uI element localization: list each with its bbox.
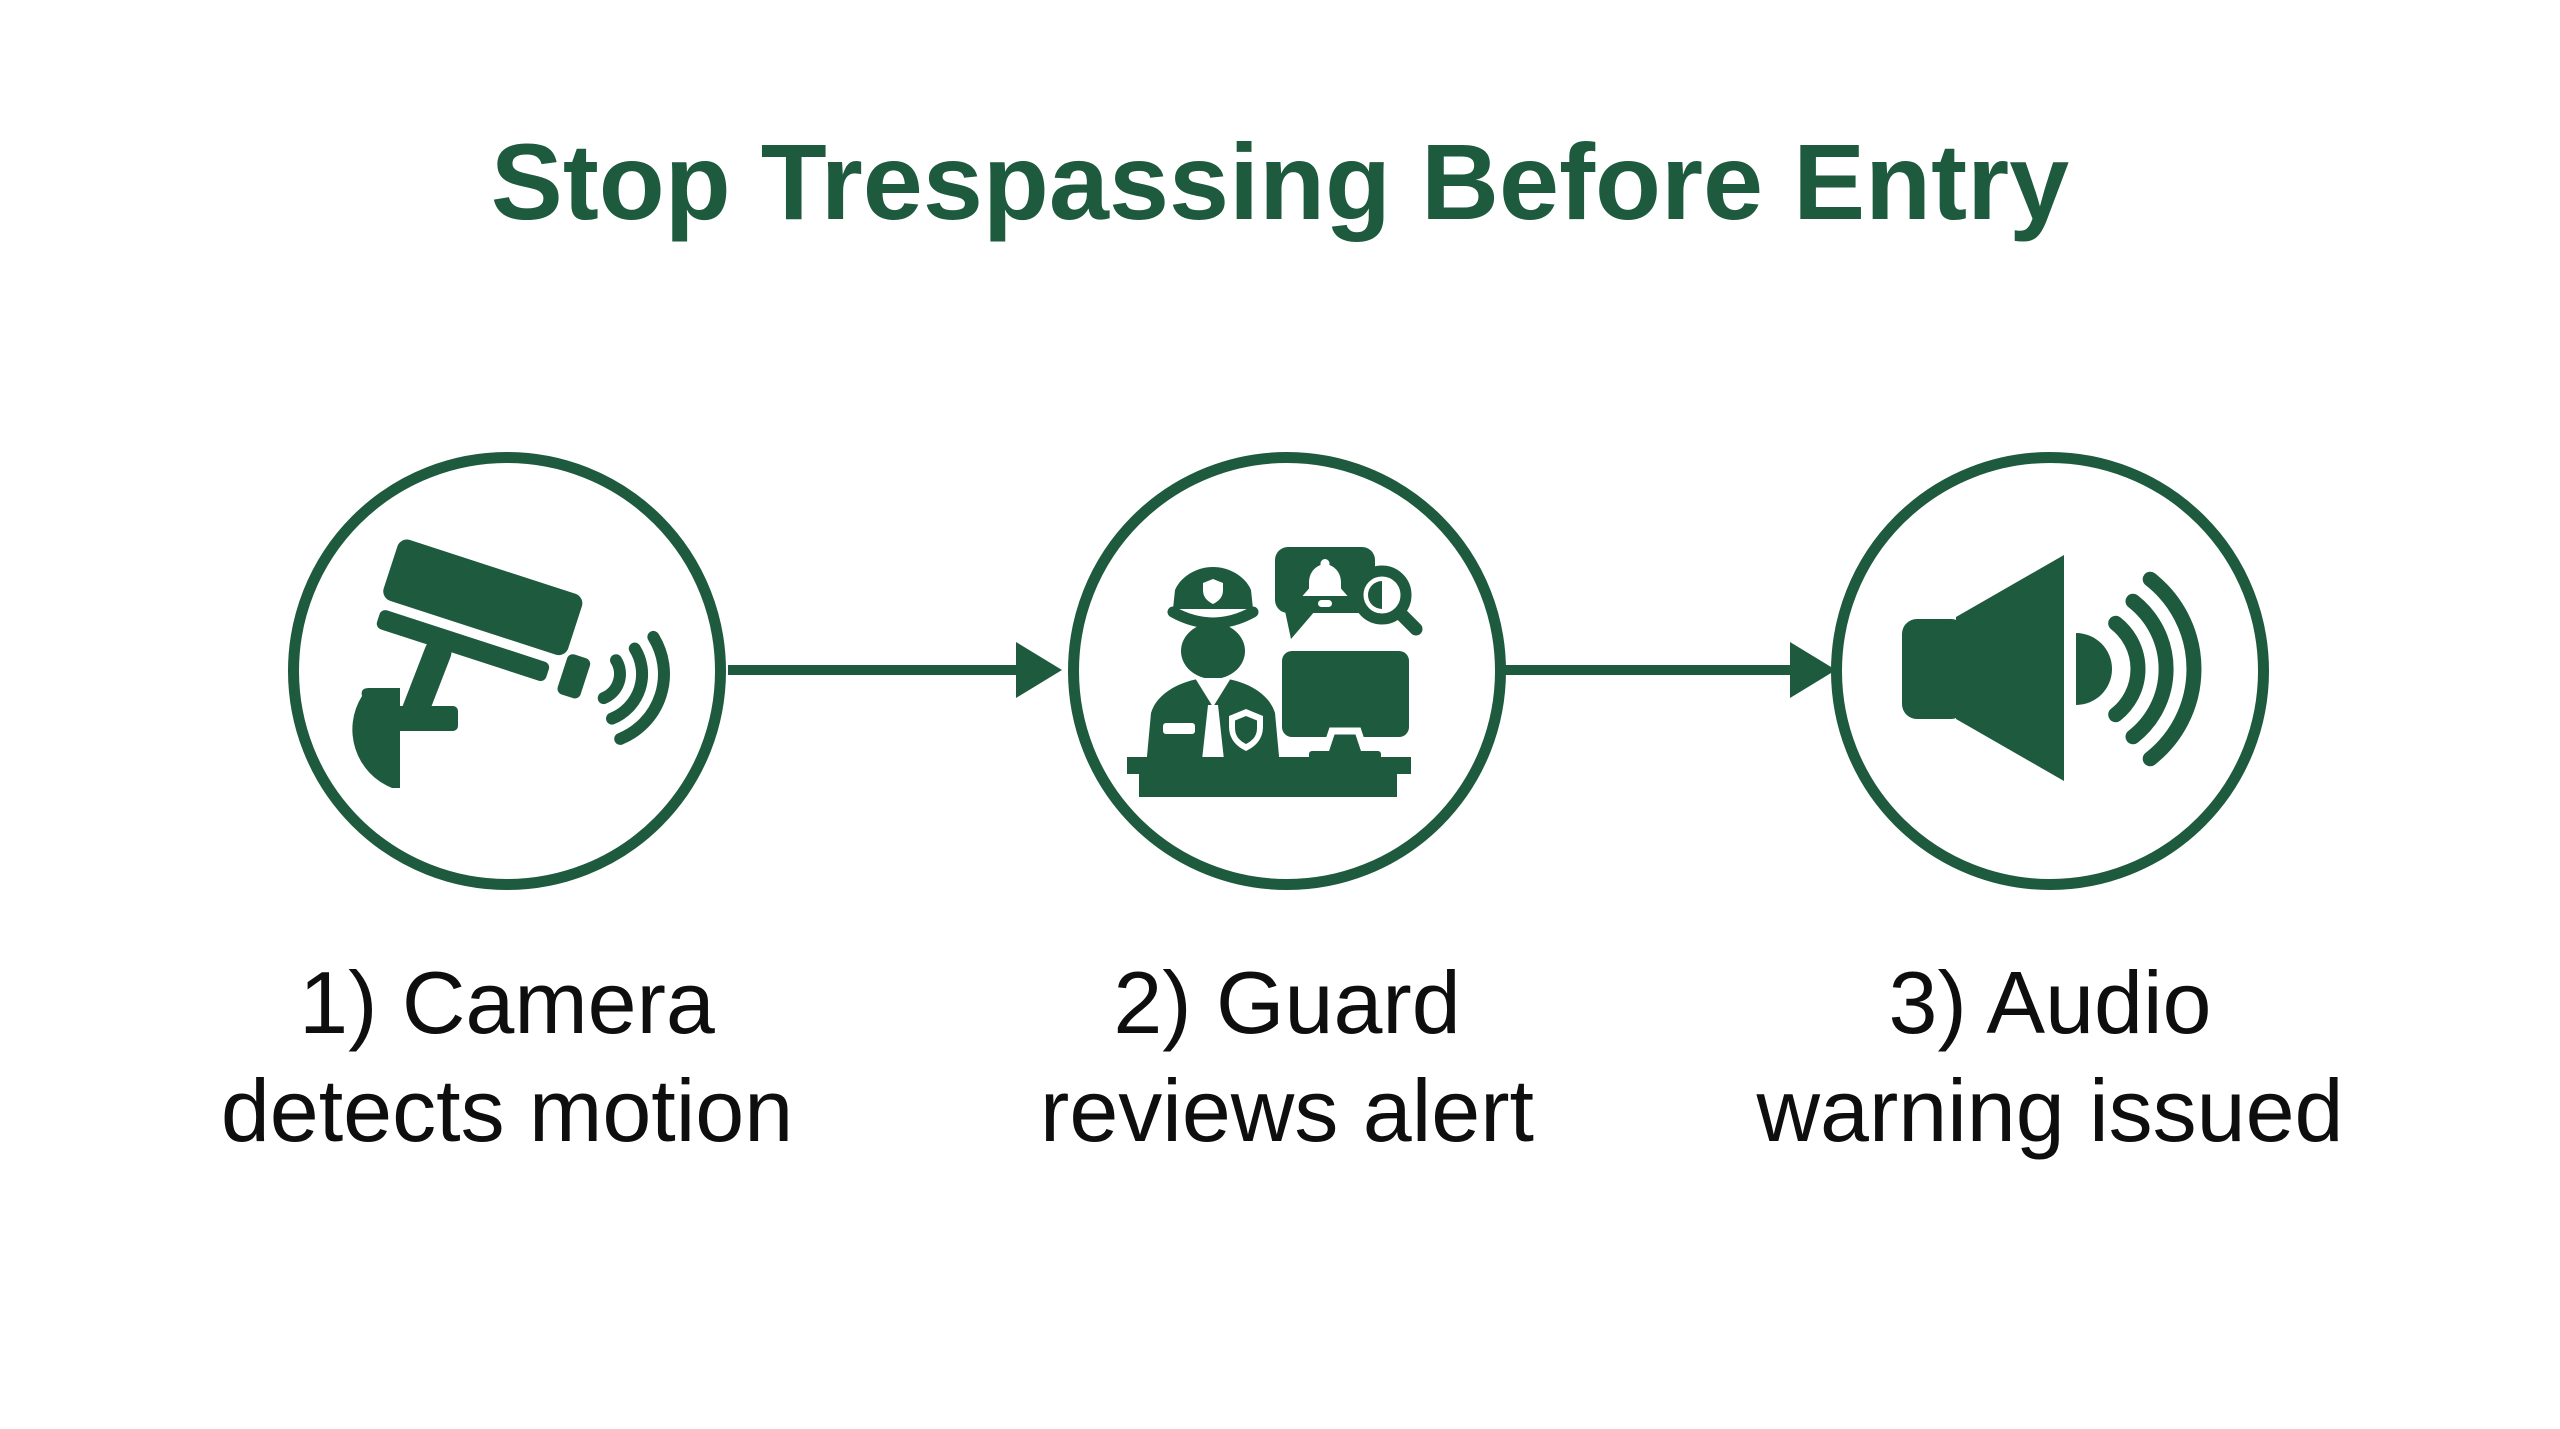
step-label-camera: 1) Camera detects motion: [157, 949, 857, 1165]
bell-icon: [1302, 559, 1348, 596]
monitor-icon: [1282, 651, 1409, 765]
step-label-line: 1) Camera: [299, 953, 715, 1052]
desk-icon: [1127, 757, 1411, 797]
audio-speaker-icon: [1902, 555, 2202, 781]
flow-arrow-icon: [1502, 642, 1836, 698]
step-label-guard: 2) Guard reviews alert: [937, 949, 1637, 1165]
step-label-line: reviews alert: [1040, 1061, 1534, 1161]
step-label-line: 3) Audio: [1888, 953, 2212, 1052]
flow-arrow-icon: [728, 642, 1062, 698]
step-label-line: 2) Guard: [1113, 953, 1461, 1052]
step-label-line: detects motion: [220, 1061, 794, 1161]
step-label-audio: 3) Audio warning issued: [1700, 949, 2400, 1165]
cctv-camera-icon: [352, 539, 670, 788]
magnifier-icon: [1352, 565, 1423, 636]
step-circle-camera: [288, 452, 726, 890]
guard-figure-icon: [1145, 567, 1281, 777]
page-title: Stop Trespassing Before Entry: [490, 121, 2070, 242]
sound-waves-icon: [2108, 571, 2202, 767]
security-guard-monitor-icon: [1127, 547, 1423, 797]
step-label-line: warning issued: [1756, 1061, 2344, 1161]
